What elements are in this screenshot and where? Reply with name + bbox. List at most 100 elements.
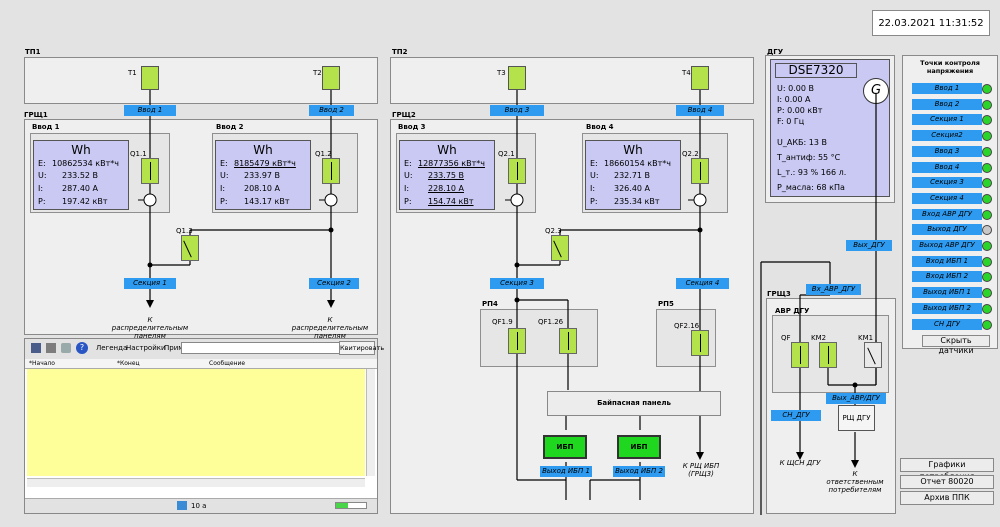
t3-label: Т3 — [497, 69, 506, 77]
breaker-q13[interactable] — [181, 235, 199, 261]
transformer-t3-icon[interactable] — [508, 66, 526, 90]
breaker-qf216[interactable] — [691, 330, 709, 356]
status-indicator-icon — [982, 162, 992, 173]
status-indicator-icon — [982, 303, 992, 314]
point-tag[interactable]: Секция 4 — [912, 192, 982, 204]
meter-title: Wh — [623, 143, 643, 157]
ibp-out1-tag[interactable]: Выход ИБП 1 — [540, 466, 592, 477]
point-tag[interactable]: Ввод 2 — [912, 98, 982, 110]
sn-dgu-tag[interactable]: СН_ДГУ — [771, 410, 821, 421]
section2-tag[interactable]: Секция 2 — [309, 278, 359, 289]
vvod1-tag[interactable]: Ввод 1 — [124, 105, 176, 116]
ibp-1[interactable]: ИБП — [543, 435, 587, 459]
q21-label: Q2.1 — [498, 150, 515, 158]
save-icon[interactable] — [31, 343, 41, 353]
vvod3-tag[interactable]: Ввод 3 — [490, 105, 544, 116]
datetime-box: 22.03.2021 11:31:52 — [872, 10, 990, 36]
transformer-t4-icon[interactable] — [691, 66, 709, 90]
to-shsn-note: К ЩСН ДГУ — [779, 459, 821, 467]
vvod3-group-label: Ввод 3 — [398, 123, 426, 131]
dgu-generator-symbol: G — [870, 83, 882, 98]
rsh-dgu-box[interactable]: РЩ ДГУ — [838, 405, 875, 431]
tp1-label: ТП1 — [25, 48, 41, 56]
transformer-t2-icon[interactable] — [322, 66, 340, 90]
dgu-out-tag[interactable]: Вых_ДГУ — [846, 240, 892, 251]
t1-label: Т1 — [128, 69, 137, 77]
vvod4-tag[interactable]: Ввод 4 — [676, 105, 724, 116]
settings-button[interactable]: Настройки — [126, 344, 166, 352]
col-message[interactable]: Сообщение — [209, 360, 246, 367]
breaker-q12[interactable] — [322, 158, 340, 184]
meter-vvod1[interactable]: Wh E: 10862534 кВт*ч U: 233.52 В I: 287.… — [33, 140, 129, 210]
status-indicator-icon — [982, 193, 992, 204]
section1-tag[interactable]: Секция 1 — [124, 278, 176, 289]
breaker-km1[interactable] — [864, 342, 882, 368]
point-tag[interactable]: Ввод 4 — [912, 161, 982, 173]
col-start[interactable]: *Начало — [29, 360, 55, 367]
vvod2-tag[interactable]: Ввод 2 — [309, 105, 354, 116]
breaker-q23[interactable] — [551, 235, 569, 261]
section4-tag[interactable]: Секция 4 — [676, 278, 729, 289]
legend-button[interactable]: Легенда — [96, 344, 128, 352]
point-tag[interactable]: Вход ИБП 1 — [912, 255, 982, 267]
meter-p-value: 235.34 кВт — [614, 197, 660, 206]
help-icon[interactable]: ? — [76, 342, 88, 354]
meter-u-value: 232.71 В — [614, 171, 651, 180]
avr-out-tag[interactable]: Вых_АВР/ДГУ — [826, 393, 886, 404]
ibp-out2-tag[interactable]: Выход ИБП 2 — [613, 466, 665, 477]
archive-button[interactable]: Архив ППК — [900, 491, 994, 505]
event-scrollbar[interactable] — [366, 369, 375, 476]
q12-label: Q1.2 — [315, 150, 332, 158]
breaker-q11[interactable] — [141, 158, 159, 184]
prim-input[interactable] — [181, 342, 361, 354]
meter-vvod3[interactable]: Wh E: 12877356 кВт*ч U: 233.75 В I: 228.… — [399, 140, 495, 210]
point-tag[interactable]: Ввод 3 — [912, 145, 982, 157]
q11-label: Q1.1 — [130, 150, 147, 158]
breaker-qf[interactable] — [791, 342, 809, 368]
report-button[interactable]: Отчет 80020 — [900, 475, 994, 489]
graphs-button[interactable]: Графики потребления — [900, 458, 994, 481]
bypass-panel[interactable]: Байпасная панель — [547, 391, 721, 416]
dgu-i: I: 0.00 А — [777, 95, 811, 104]
grsh1-label: ГРЩ1 — [24, 111, 48, 119]
vvod4-group-label: Ввод 4 — [586, 123, 614, 131]
meter-vvod4[interactable]: Wh E: 18660154 кВт*ч U: 232.71 В I: 326.… — [585, 140, 681, 210]
rp4-panel — [480, 309, 598, 367]
breaker-qf19[interactable] — [508, 328, 526, 354]
point-tag[interactable]: Секция2 — [912, 130, 982, 142]
meter-i-label: I: — [220, 184, 226, 193]
ack-button[interactable]: Квитировать — [339, 341, 384, 355]
breaker-qf126[interactable] — [559, 328, 577, 354]
point-tag[interactable]: Вход АВР ДГУ — [912, 208, 982, 220]
breaker-km2[interactable] — [819, 342, 837, 368]
status-indicator-icon — [982, 241, 992, 251]
print-icon[interactable] — [46, 343, 56, 353]
breaker-q21[interactable] — [508, 158, 526, 184]
transformer-t1-icon[interactable] — [141, 66, 159, 90]
ibp-2[interactable]: ИБП — [617, 435, 661, 459]
dgu-level: L_т.: 93 % 166 л. — [777, 168, 847, 177]
status-indicator-icon — [982, 256, 992, 267]
point-tag[interactable]: Секция 1 — [912, 114, 982, 126]
breaker-q22[interactable] — [691, 158, 709, 184]
avr-in-tag[interactable]: Вх_АВР_ДГУ — [806, 284, 861, 295]
col-end[interactable]: *Конец — [117, 360, 140, 367]
point-tag[interactable]: Секция 3 — [912, 177, 982, 189]
hide-sensors-button[interactable]: Скрыть датчики — [922, 335, 990, 355]
meter-i-value: 287.40 А — [62, 184, 99, 193]
point-tag[interactable]: Выход ИБП 1 — [912, 287, 982, 299]
point-tag[interactable]: Выход ИБП 2 — [912, 302, 982, 314]
event-hscroll[interactable] — [27, 478, 365, 487]
event-list[interactable] — [27, 369, 365, 476]
ibp-1-label: ИБП — [556, 443, 574, 451]
vvod1-group-label: Ввод 1 — [32, 123, 60, 131]
point-tag[interactable]: СН ДГУ — [912, 318, 982, 330]
point-tag[interactable]: Выход ДГУ — [912, 224, 982, 236]
point-tag[interactable]: Выход АВР ДГУ — [912, 240, 982, 251]
meter-e-label: E: — [38, 159, 46, 168]
point-tag[interactable]: Вход ИБП 2 — [912, 271, 982, 283]
meter-vvod2[interactable]: Wh E: 8185479 кВт*ч U: 233.97 В I: 208.1… — [215, 140, 311, 210]
point-tag[interactable]: Ввод 1 — [912, 83, 982, 94]
section3-tag[interactable]: Секция 3 — [490, 278, 544, 289]
printer-icon[interactable] — [61, 343, 71, 353]
